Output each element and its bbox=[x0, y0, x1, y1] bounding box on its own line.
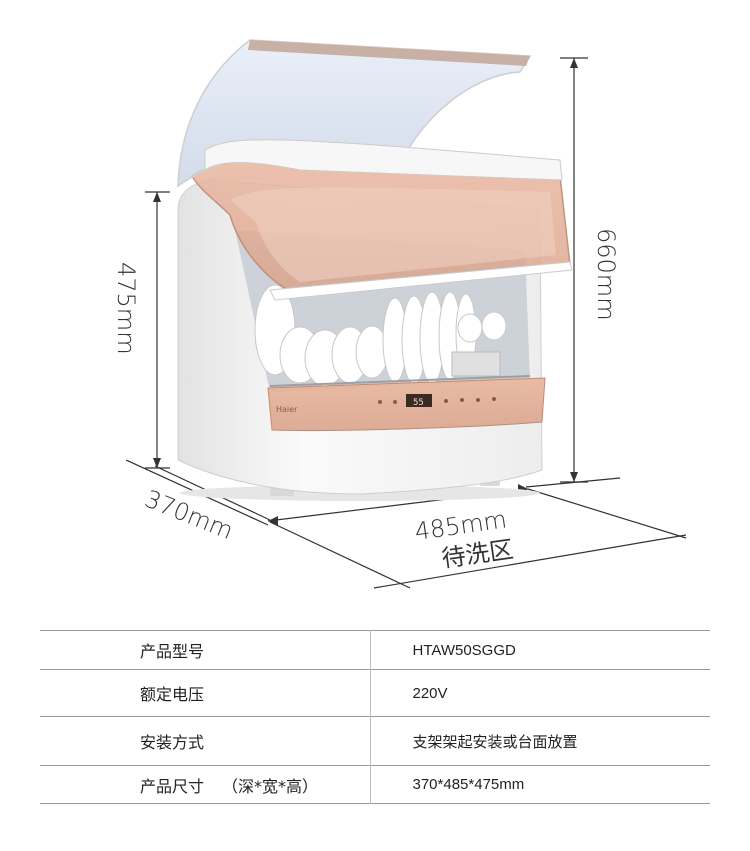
product-figure: 660mm 475mm 370mm 485mm 待洗区 bbox=[112, 39, 687, 589]
spec-label: 产品尺寸 bbox=[140, 776, 205, 796]
table-row: 产品型号 HTAW50SGGD bbox=[40, 630, 710, 670]
spec-table: 产品型号 HTAW50SGGD 额定电压 220V 安装方式 支架架起安装或台面… bbox=[40, 630, 710, 804]
dimension-arrows bbox=[153, 58, 578, 526]
spec-value: 370*485*475mm bbox=[412, 776, 525, 793]
height-body-label: 475mm bbox=[112, 262, 140, 355]
spec-value: 支架架起安装或台面放置 bbox=[412, 733, 578, 751]
spec-label: 产品型号 bbox=[40, 630, 371, 670]
table-row: 产品尺寸 （深*宽*高） 370*485*475mm bbox=[40, 765, 710, 804]
dishwasher-illustration: 55 Haier bbox=[177, 39, 573, 501]
spec-value: HTAW50SGGD bbox=[412, 641, 516, 659]
spec-value: 220V bbox=[412, 684, 448, 702]
spec-label-note: （深*宽*高） bbox=[222, 776, 319, 796]
panel-display: 55 bbox=[413, 398, 424, 408]
table-row: 安装方式 支架架起安装或台面放置 bbox=[40, 716, 710, 766]
table-row: 额定电压 220V bbox=[40, 669, 710, 717]
brand-logo: Haier bbox=[276, 405, 298, 414]
height-total-label: 660mm bbox=[592, 228, 620, 321]
spec-label: 额定电压 bbox=[40, 669, 371, 717]
spec-label-cell: 产品尺寸 （深*宽*高） bbox=[40, 765, 371, 804]
spec-label: 安装方式 bbox=[40, 716, 371, 766]
dimension-lines bbox=[125, 57, 687, 589]
